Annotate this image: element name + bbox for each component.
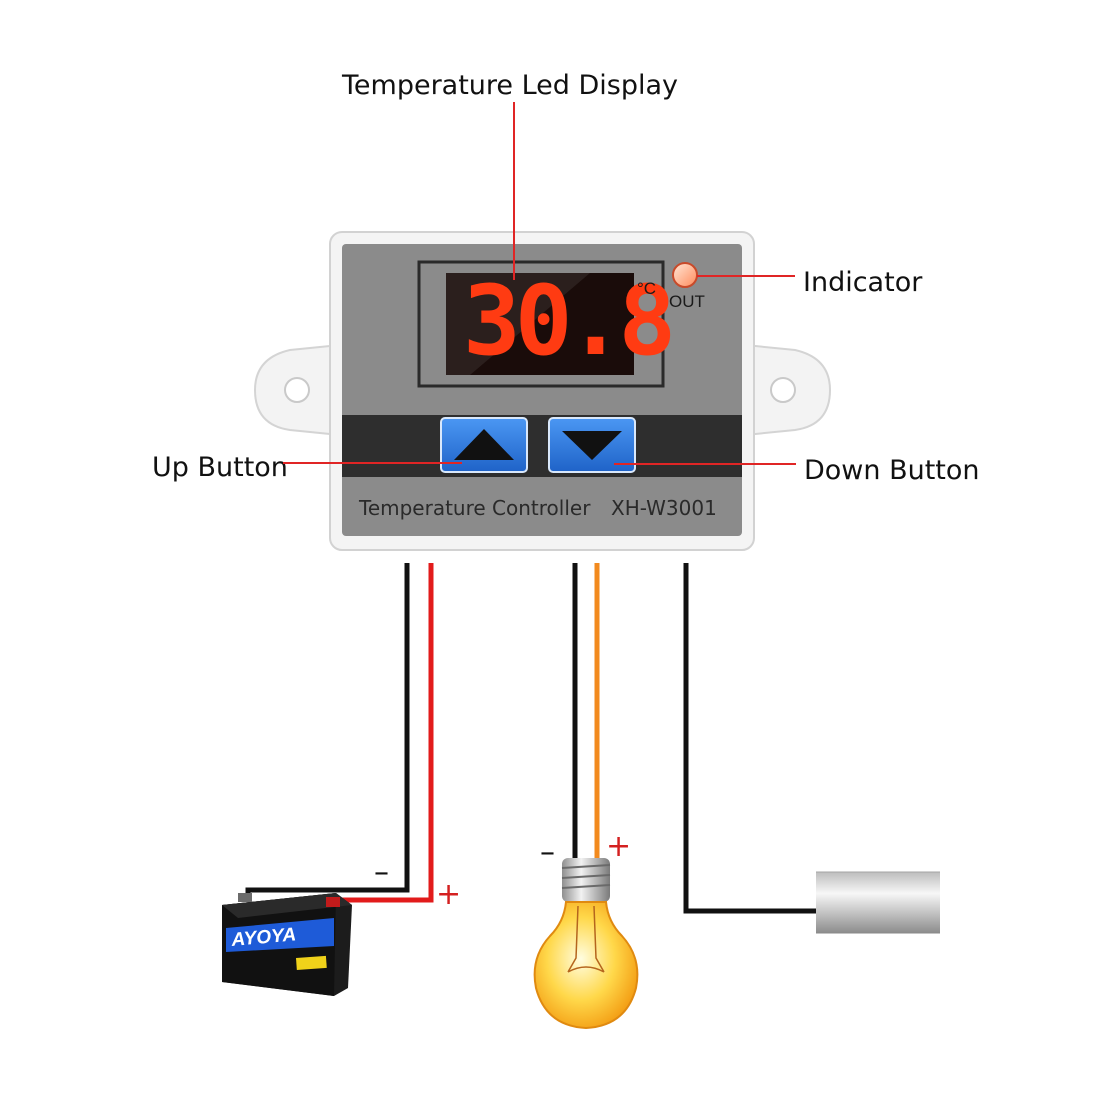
bulb-screw-base (562, 858, 610, 902)
wires (245, 563, 820, 914)
temperature-controller: 30.8 °C OUT Temperature Controller XH-W3… (253, 231, 832, 551)
battery-plus-sign: + (436, 877, 461, 912)
bulb-filament (567, 905, 605, 973)
callout-indicator-label: Indicator (803, 267, 923, 298)
up-button[interactable] (440, 417, 528, 473)
callout-display-label: Temperature Led Display (341, 70, 678, 101)
battery-terminal (326, 897, 340, 907)
callouts: Temperature Led Display Indicator Up But… (152, 70, 980, 486)
indicator-led (672, 262, 698, 288)
probe-body (816, 872, 940, 933)
out-label: OUT (669, 292, 705, 311)
button-strip (342, 415, 742, 477)
callout-up-label: Up Button (152, 452, 288, 483)
light-bulb (533, 858, 639, 1030)
device-model: XH-W3001 (611, 496, 717, 520)
lamp-minus-sign: – (540, 835, 555, 870)
battery-label-band (226, 918, 334, 952)
display-glare (446, 273, 590, 375)
lamp-plus-sign: + (606, 829, 631, 864)
temperature-probe (816, 871, 940, 934)
unit-label: °C (637, 279, 656, 298)
battery-minus-sign: – (374, 855, 389, 890)
display-frame (417, 260, 665, 388)
down-arrow-icon (562, 431, 622, 460)
battery: AYOYA (222, 893, 352, 996)
probe-wire (683, 563, 820, 914)
device-name: Temperature Controller (358, 496, 591, 520)
right-mount-hole (770, 377, 796, 403)
left-mount-hole (284, 377, 310, 403)
callout-down-label: Down Button (804, 455, 980, 486)
led-display (446, 273, 634, 375)
battery-black-wire (245, 563, 410, 897)
bulb-glass (533, 901, 639, 1030)
up-arrow-icon (454, 429, 514, 460)
temperature-reading: 30.8 (463, 265, 670, 377)
down-button[interactable] (548, 417, 636, 473)
